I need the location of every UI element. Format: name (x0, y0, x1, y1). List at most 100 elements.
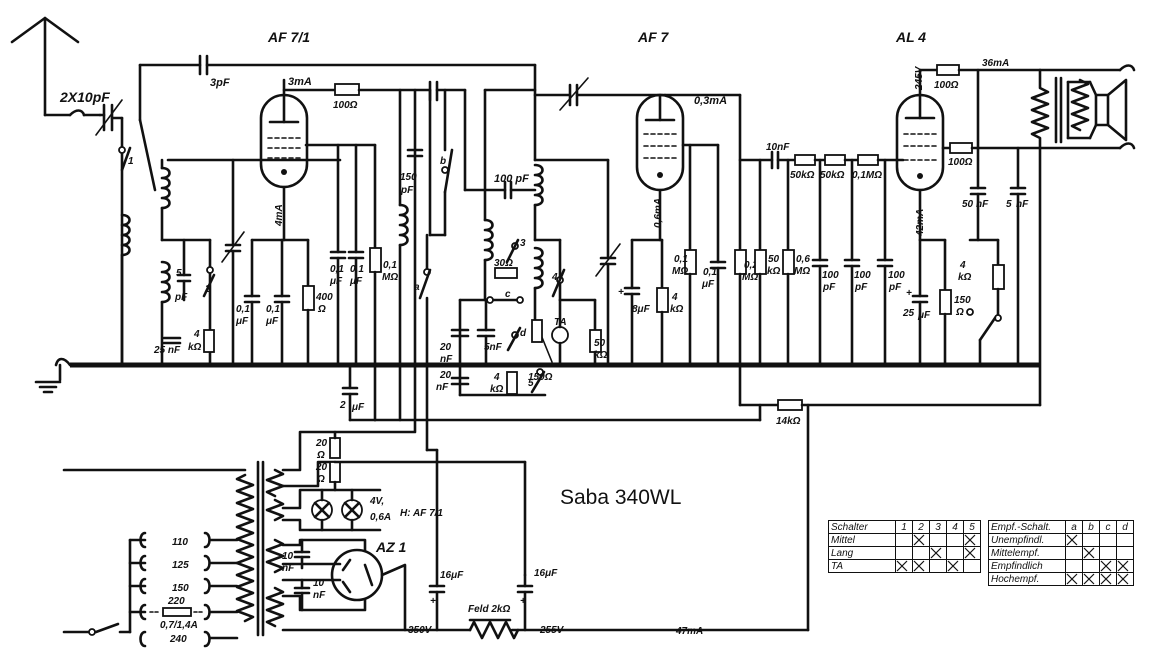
cap-25uf-label-b: μF (917, 310, 931, 321)
resistor-50k-ta-label-b: kΩ (594, 350, 608, 361)
cross-mark (947, 560, 959, 572)
cap-100pf-label: 100 pF (494, 173, 529, 185)
cap-2uf (341, 363, 359, 422)
resistor-100a-label: 100Ω (333, 100, 358, 111)
cap-5pf (176, 238, 192, 302)
voltage-350-label: 350V (408, 625, 433, 636)
cap-5pf-label-b: pF (174, 292, 188, 303)
tone-switch (966, 308, 1002, 367)
resistor-02m (734, 249, 747, 407)
table-cell (1065, 572, 1083, 586)
resistor-4k-2 (506, 371, 518, 395)
if-coil-1 (398, 203, 409, 247)
fuse-label: 0,7/1,4A (160, 620, 198, 631)
cap-8uf-label: 8μF (632, 304, 651, 315)
resistor-01m-2-label-a: 0,1 (383, 260, 397, 271)
row-label: Mittel (828, 533, 896, 547)
table-cell (1099, 572, 1117, 586)
resistor-150-2 (939, 238, 952, 367)
tube-al4 (895, 68, 945, 192)
table-cell (963, 559, 981, 573)
switch-2-label: 2 (204, 284, 211, 295)
tap-240-label: 240 (169, 634, 187, 645)
resistor-01m (857, 154, 879, 166)
switch-a (418, 268, 432, 300)
resistor-02m-label-a: 0,2 (744, 260, 758, 271)
resistor-06m (782, 158, 795, 367)
cap-01-2 (273, 238, 291, 367)
table-cell (1099, 546, 1117, 560)
cap-20nf-2-label-a: 20 (439, 370, 452, 381)
resistor-150-2-label-b: Ω (955, 307, 964, 318)
cap-10nf-2-label-b: nF (313, 590, 326, 601)
tap-110-label: 110 (172, 537, 188, 548)
resistor-50k-ta-label-a: 50 (594, 338, 606, 349)
resistor-4k-a (203, 329, 215, 353)
table-cell (946, 533, 964, 547)
switch-3 (505, 238, 520, 264)
cross-mark (964, 534, 976, 546)
table-cell (963, 533, 981, 547)
table-cell (946, 546, 964, 560)
table-row: Hochempf. (988, 572, 1134, 586)
if-coil-2c (533, 246, 544, 290)
resistor-06m-label-b: MΩ (794, 266, 810, 277)
cross-mark (964, 547, 976, 559)
switch-c (486, 296, 524, 304)
resistor-50k-1 (794, 154, 816, 166)
table-cell (929, 559, 947, 573)
resistor-14k (777, 399, 803, 411)
cap-150pf-label-b: pF (400, 185, 414, 196)
table-cell (912, 559, 930, 573)
resistor-01m-3-label-b: MΩ (672, 266, 688, 277)
cap-100pf-1-label-a: 100 (822, 270, 839, 281)
table-row: Mittelempf. (988, 546, 1134, 560)
row-label: Lang (828, 546, 896, 560)
switch-1 (118, 146, 132, 172)
resistor-50k-v (754, 158, 767, 367)
cap-01-4-label-b: μF (349, 276, 363, 287)
heater-voltage-label: 4V, (369, 496, 384, 507)
resistor-4k-2-label-b: kΩ (490, 384, 504, 395)
antenna-icon (10, 16, 102, 117)
switch-table-header-col: 1 (895, 520, 913, 534)
current-06ma-label: 0,6mA (653, 198, 664, 228)
switch-table-header-col: 4 (946, 520, 964, 534)
switch-b-label: b (440, 156, 446, 167)
table-row: Mittel (828, 533, 981, 547)
tube-af7 (635, 93, 685, 192)
cap-01-1-label-b: μF (235, 316, 249, 327)
resistor-20a (329, 437, 341, 459)
cap-10nf-1-label-a: 10 (282, 551, 294, 562)
table-cell (1099, 533, 1117, 547)
resistor-50k-ta (589, 298, 602, 367)
tube-af71 (259, 78, 309, 189)
switch-table-header-col: 5 (963, 520, 981, 534)
tube-az1 (330, 548, 384, 602)
cap-20nf-1-label-a: 20 (439, 342, 452, 353)
tuning-cap-2 (533, 77, 667, 111)
table-cell (895, 559, 913, 573)
resistor-4k-3-label-a: 4 (671, 292, 678, 303)
switch-4-label: 4 (551, 272, 558, 283)
resistor-30 (494, 267, 518, 279)
cross-mark (913, 534, 925, 546)
resistor-01m-3 (684, 143, 697, 367)
current-36ma-label: 36mA (982, 58, 1009, 69)
tuning-cap-3 (595, 158, 621, 367)
antenna-trimmer-cap (95, 99, 124, 367)
cap-5pf-label-a: 5 (176, 268, 182, 279)
resistor-30-label: 30Ω (494, 258, 513, 269)
voltage-taps (128, 531, 239, 648)
field-coil-label: Feld 2kΩ (468, 604, 510, 615)
cap-01-5 (709, 143, 727, 367)
resistor-4k-3 (656, 238, 669, 367)
resistor-100b-label: 100Ω (934, 80, 959, 91)
switch-5-label: 5 (528, 378, 534, 389)
tap-125-label: 125 (172, 560, 189, 571)
resistor-400 (302, 238, 315, 367)
cap-50nf-label-b: nF (976, 199, 989, 210)
switch-3-label: 3 (520, 238, 526, 249)
resistor-4k-3-label-b: kΩ (670, 304, 684, 315)
